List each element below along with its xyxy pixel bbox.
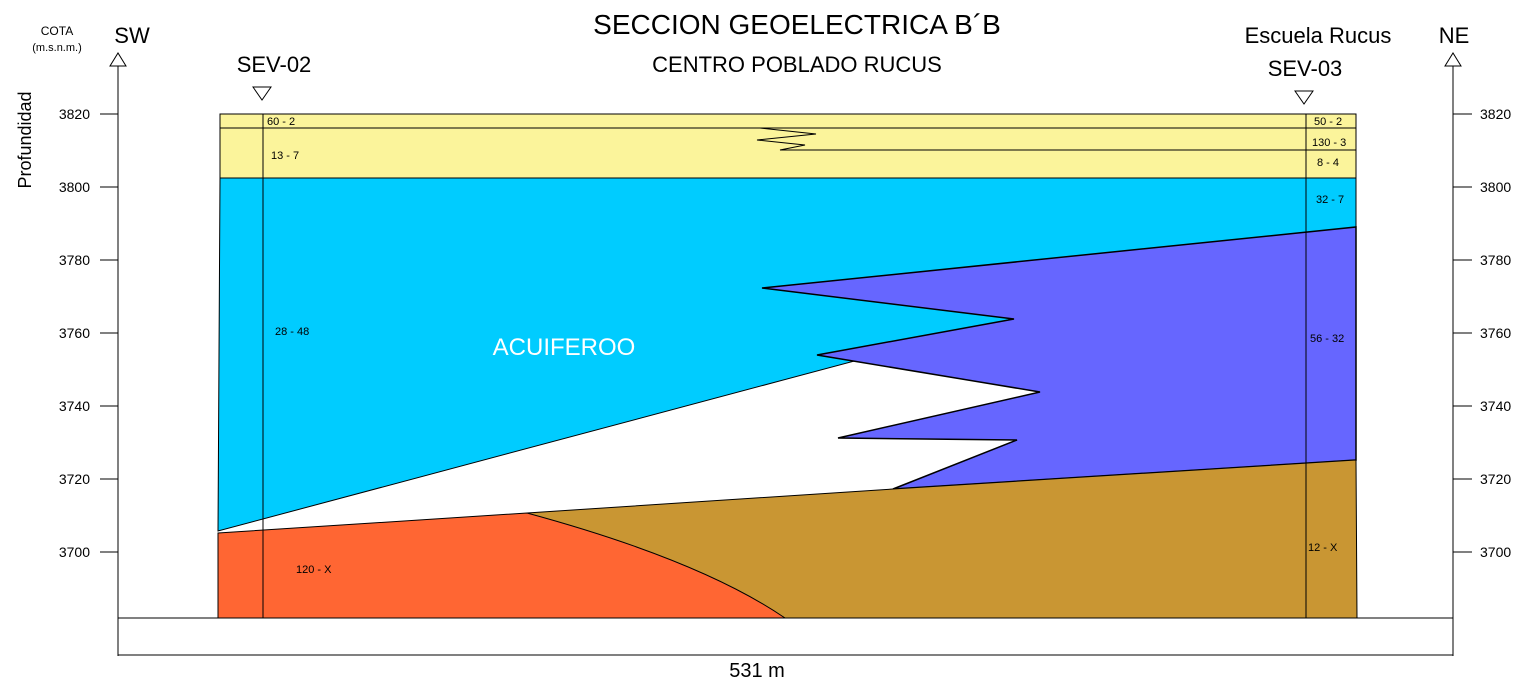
- tick-label: 3800: [59, 179, 90, 195]
- station-label: SEV-02: [237, 52, 312, 77]
- tick-label: 3780: [1480, 252, 1511, 268]
- layer-value: 50 - 2: [1314, 116, 1342, 128]
- topsoil-sublayers: [220, 127, 1356, 151]
- tick-label: 3720: [1480, 471, 1511, 487]
- tick-label: 3740: [1480, 398, 1511, 414]
- triangle-marker-icon: [252, 86, 272, 101]
- right-axis: [1444, 52, 1462, 656]
- tick-label: 3760: [1480, 325, 1511, 341]
- ne-direction: NE: [1439, 23, 1470, 48]
- up-arrow-icon: [1444, 52, 1462, 67]
- layer-value: 130 - 3: [1312, 137, 1346, 149]
- base-frame: [118, 617, 1453, 656]
- layers: [217, 113, 1358, 619]
- cota-unit: (m.s.n.m.): [32, 42, 82, 54]
- triangle-marker-icon: [1294, 90, 1314, 105]
- tick-label: 3800: [1480, 179, 1511, 195]
- tick-label: 3820: [59, 106, 90, 122]
- sev-03-marker: Escuela Rucus SEV-03: [1245, 23, 1392, 105]
- station-label: SEV-03: [1268, 56, 1343, 81]
- layer-value: 56 - 32: [1310, 333, 1344, 345]
- layer-value: 32 - 7: [1316, 194, 1344, 206]
- left-axis: [109, 52, 127, 656]
- layer-value: 8 - 4: [1317, 157, 1339, 169]
- layer-value: 28 - 48: [275, 326, 309, 338]
- tick-label: 3700: [59, 544, 90, 560]
- tick-label: 3760: [59, 325, 90, 341]
- tick-label: 3740: [59, 398, 90, 414]
- cota-label: COTA: [41, 24, 73, 38]
- red-layer: [217, 512, 787, 619]
- sw-direction: SW: [114, 23, 150, 48]
- tick-label: 3700: [1480, 544, 1511, 560]
- tick-label: 3780: [59, 252, 90, 268]
- horizontal-scale: 531 m: [729, 660, 785, 682]
- topsoil-layer: [219, 113, 1357, 179]
- left-ticks: 3820 3800 3780 3760 3740 3720 3700: [59, 106, 118, 560]
- tick-label: 3720: [59, 471, 90, 487]
- right-ticks: 3820 3800 3780 3760 3740 3720 3700: [1453, 106, 1511, 560]
- up-arrow-icon: [109, 52, 127, 67]
- interfingering-mark: [756, 127, 817, 151]
- layer-value: 13 - 7: [271, 150, 299, 162]
- layer-value: 60 - 2: [267, 116, 295, 128]
- aquifer-label: ACUIFEROO: [493, 334, 636, 361]
- layer-value: 120 - X: [296, 564, 332, 576]
- tick-label: 3820: [1480, 106, 1511, 122]
- y-axis-label: Profundidad: [15, 91, 35, 188]
- sev-02-marker: SEV-02: [237, 52, 312, 101]
- section-subtitle: CENTRO POBLADO RUCUS: [652, 52, 942, 77]
- station-extra-label: Escuela Rucus: [1245, 23, 1392, 48]
- layer-value: 12 - X: [1308, 542, 1338, 554]
- section-title: SECCION GEOELECTRICA B´B: [593, 9, 1001, 40]
